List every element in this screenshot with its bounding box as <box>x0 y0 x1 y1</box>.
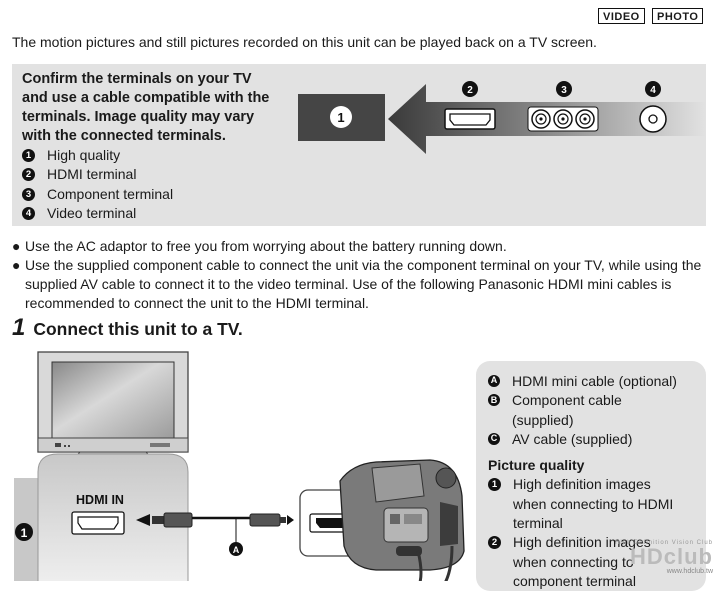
watermark-logo: HDclub <box>630 544 713 569</box>
cable-label: Component cable <box>512 392 622 409</box>
cable-callout: A <box>233 545 240 555</box>
side-number: 1 <box>21 526 28 540</box>
legend-item: 4 Video terminal <box>22 204 173 223</box>
component-terminal-icon <box>527 106 599 132</box>
cable-item: C AV cable (supplied) <box>488 430 704 449</box>
hdmi-cable <box>136 512 294 528</box>
video-mode-tag: VIDEO <box>598 8 645 24</box>
bullet-dot-icon: ● <box>12 238 21 254</box>
cable-letter: A <box>488 375 500 387</box>
watermark-url: www.hdclub.tw <box>666 568 713 575</box>
watermark: High Definition Vision Club HDclub www.h… <box>615 540 713 575</box>
cable-label: (supplied) <box>512 411 574 428</box>
confirm-line: Confirm the terminals on your TV <box>22 71 252 87</box>
legend-item: 2 HDMI terminal <box>22 165 173 184</box>
intro-text: The motion pictures and still pictures r… <box>12 34 597 50</box>
quality-number: 1 <box>488 478 501 492</box>
cable-item: B Component cable (supplied) <box>488 391 704 430</box>
cable-letter: C <box>488 432 500 445</box>
picture-quality-heading: Picture quality <box>488 457 585 474</box>
video-terminal-icon <box>639 105 667 133</box>
quality-label: when connecting to HDMI <box>513 495 674 512</box>
legend-label: High quality <box>47 147 121 163</box>
video-number: 4 <box>650 85 656 96</box>
hdmi-terminal-icon <box>444 108 496 130</box>
confirm-instructions: Confirm the terminals on your TV and use… <box>22 70 292 146</box>
step-number: 1 <box>12 314 26 341</box>
bullet-text: Use the AC adaptor to free you from worr… <box>25 238 507 254</box>
legend-label: Component terminal <box>47 185 174 202</box>
confirm-line: and use a cable compatible with the <box>22 90 270 106</box>
quality-label: terminal <box>513 515 563 532</box>
cable-item: A HDMI mini cable (optional) <box>488 372 704 391</box>
bullet-text: Use the supplied component cable to conn… <box>25 257 702 311</box>
quality-item: 1 High definition images when connecting t… <box>488 475 704 533</box>
photo-mode-tag: PHOTO <box>652 8 704 24</box>
connection-illustration: 1 HDMI IN A <box>14 351 465 581</box>
legend-label: Video terminal <box>47 204 137 221</box>
bullet-item: ●Use the supplied component cable to con… <box>12 256 712 313</box>
legend-number: 3 <box>22 187 35 201</box>
bullet-dot-icon: ● <box>12 257 21 273</box>
legend-label: HDMI terminal <box>47 166 137 183</box>
bullet-item: ●Use the AC adaptor to free you from wor… <box>12 237 712 256</box>
watermark-tagline: High Definition Vision Club <box>615 540 713 546</box>
high-quality-number: 1 <box>337 110 344 125</box>
quality-label: High definition images <box>513 534 651 551</box>
terminal-quality-diagram: 1 2 3 4 <box>298 81 706 154</box>
camcorder-icon <box>339 459 465 581</box>
legend-item: 1 High quality <box>22 146 173 165</box>
confirm-terminals-box: Confirm the terminals on your TV and use… <box>12 64 706 226</box>
cable-label: AV cable (supplied) <box>512 430 633 447</box>
quality-number: 2 <box>488 536 501 550</box>
notes-panel: A HDMI mini cable (optional) B Component c… <box>476 361 706 591</box>
cable-letter: B <box>488 394 500 407</box>
step-title: Connect this unit to a TV. <box>33 319 243 339</box>
legend-item: 3 Component terminal <box>22 185 173 204</box>
legend-number: 4 <box>22 207 35 221</box>
cable-label: HDMI mini cable (optional) <box>512 373 677 389</box>
step-heading: 1 Connect this unit to a TV. <box>12 314 243 342</box>
legend-number: 1 <box>22 149 35 163</box>
component-number: 3 <box>561 85 567 96</box>
confirm-line: terminals. Image quality may vary <box>22 109 255 125</box>
confirm-line: with the connected terminals. <box>22 128 226 144</box>
hdmi-number: 2 <box>467 85 473 96</box>
tv-icon <box>37 351 189 463</box>
terminal-legend: 1 High quality 2 HDMI terminal 3 Component … <box>22 146 173 223</box>
quality-label: when connecting to <box>513 553 634 570</box>
legend-number: 2 <box>22 168 35 182</box>
hdmi-in-label: HDMI IN <box>76 493 124 507</box>
quality-label: High definition images <box>513 476 651 493</box>
bullet-list: ●Use the AC adaptor to free you from wor… <box>12 237 712 313</box>
